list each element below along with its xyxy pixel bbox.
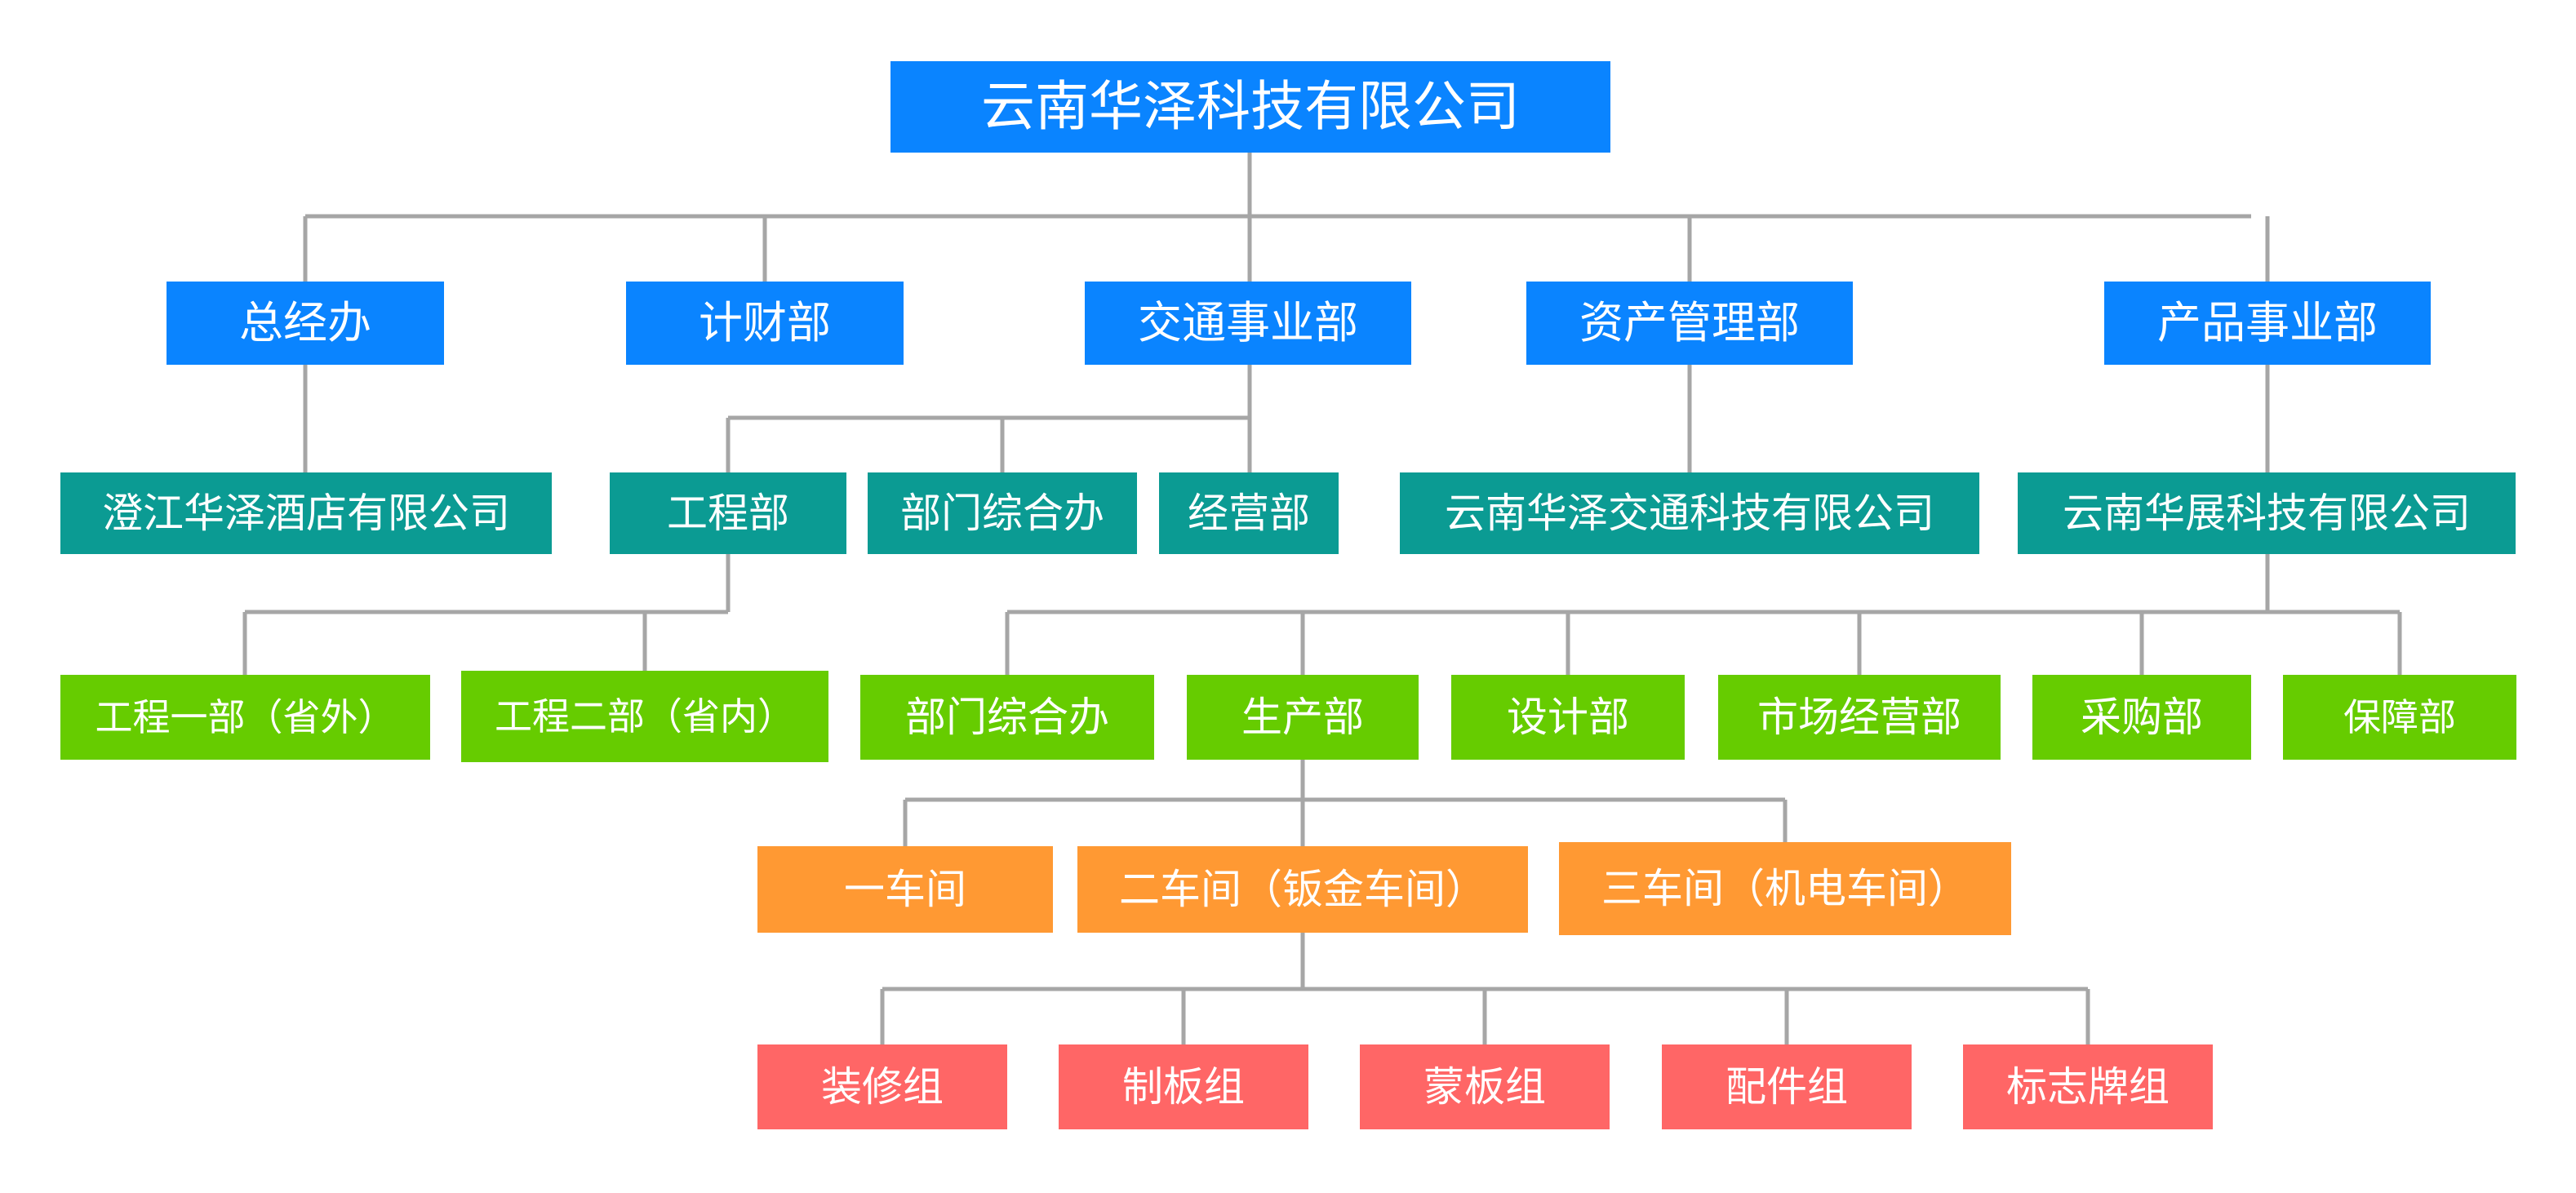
node-huazhan-tech: 云南华展科技有限公司 [2018,472,2516,554]
node-huaze-transport-tech: 云南华泽交通科技有限公司 [1400,472,1979,554]
node-group-signage: 标志牌组 [1963,1044,2213,1129]
node-transport-division: 交通事业部 [1085,282,1411,365]
node-engineering-two: 工程二部（省内） [461,671,828,762]
node-purchasing: 采购部 [2032,675,2251,760]
node-workshop-two: 二车间（钣金车间） [1077,846,1528,933]
node-group-decoration: 装修组 [757,1044,1007,1129]
node-chengjiang-hotel: 澄江华泽酒店有限公司 [60,472,552,554]
node-support: 保障部 [2283,675,2516,760]
node-product-division: 产品事业部 [2104,282,2431,365]
node-group-parts: 配件组 [1662,1044,1912,1129]
node-dept-office: 部门综合办 [868,472,1137,554]
node-operations: 经营部 [1159,472,1339,554]
node-production: 生产部 [1187,675,1419,760]
node-group-skin-panel: 蒙板组 [1360,1044,1610,1129]
node-workshop-one: 一车间 [757,846,1053,933]
node-design: 设计部 [1451,675,1685,760]
node-market-operations: 市场经营部 [1718,675,2001,760]
node-group-board-making: 制板组 [1059,1044,1308,1129]
node-sub-dept-office: 部门综合办 [860,675,1154,760]
node-general-office: 总经办 [167,282,444,365]
node-company: 云南华泽科技有限公司 [890,61,1610,153]
node-finance: 计财部 [626,282,904,365]
node-engineering-one: 工程一部（省外） [60,675,430,760]
node-engineering: 工程部 [610,472,846,554]
node-workshop-three: 三车间（机电车间） [1559,842,2011,935]
node-asset-management: 资产管理部 [1526,282,1853,365]
